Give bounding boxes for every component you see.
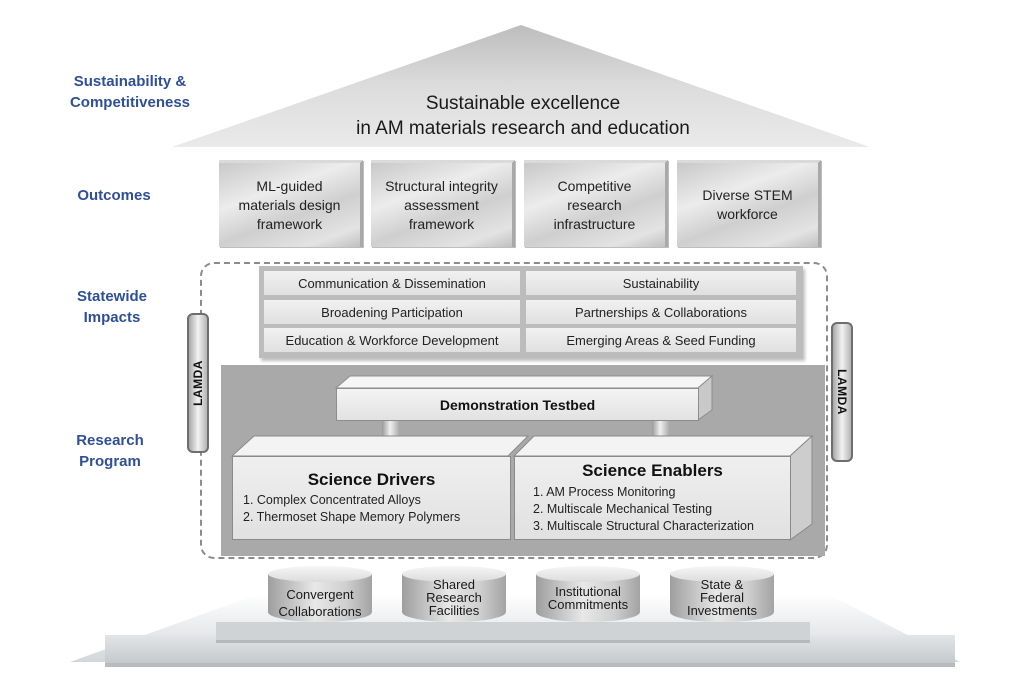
layer-label-sustainability: Sustainability & Competitiveness	[62, 71, 198, 113]
outcome-line: Diverse STEM	[702, 187, 793, 203]
science-enablers-box: Science Enablers 1. AM Process Monitorin…	[514, 456, 791, 540]
science-enabler-item: 2. Multiscale Mechanical Testing	[533, 502, 713, 516]
outcome-line: Structural integrity	[385, 177, 498, 194]
outcome-line: infrastructure	[553, 215, 636, 232]
label-line: Outcomes	[77, 187, 151, 204]
outcome-stem-workforce: Diverse STEM workforce	[677, 160, 821, 247]
label-line: Program	[79, 453, 141, 470]
outcome-line: Competitive	[557, 177, 632, 194]
foundation-platform	[70, 594, 960, 667]
impact-cell: Education & Workforce Development	[264, 328, 520, 352]
foundation-state-federal-investments: State & Federal Investments	[670, 566, 774, 628]
testbed-beam	[336, 388, 699, 421]
science-enablers-title: Science Enablers	[582, 461, 723, 480]
cylinder-line: Convergent	[286, 587, 354, 602]
outcome-line: ML-guided	[256, 177, 323, 194]
foundation-convergent-collaborations: Convergent Collaborations	[268, 566, 372, 628]
impact-cell: Emerging Areas & Seed Funding	[526, 328, 796, 352]
impact-cell: Partnerships & Collaborations	[526, 300, 796, 324]
science-drivers-box: Science Drivers 1. Complex Concentrated …	[232, 456, 511, 540]
outcome-line: framework	[256, 215, 323, 232]
lamda-pillar-right: LAMDA	[831, 322, 853, 462]
science-boxes-3d	[230, 434, 814, 541]
foundation-institutional-commitments: Institutional Commitments	[536, 566, 640, 628]
science-driver-item: 2. Thermoset Shape Memory Polymers	[243, 510, 461, 524]
roof-triangle	[172, 25, 870, 147]
science-drivers-title: Science Drivers	[307, 470, 436, 489]
cylinder-line: Research	[426, 590, 482, 605]
cylinder-line: Institutional	[555, 584, 621, 599]
impact-cell: Sustainability	[526, 271, 796, 295]
layer-label-research: Research Program	[62, 430, 158, 472]
label-line: Statewide	[76, 288, 148, 305]
outcome-research-infrastructure: Competitive research infrastructure	[524, 160, 668, 247]
label-line: Research	[76, 432, 144, 449]
foundation-shared-research-facilities: Shared Research Facilities	[402, 566, 506, 628]
cylinder-line: Investments	[686, 603, 758, 618]
outcome-line: framework	[408, 215, 475, 232]
statewide-impacts-grid: Communication & Dissemination Broadening…	[259, 266, 803, 358]
outcome-line: assessment	[404, 196, 479, 213]
science-driver-item: 1. Complex Concentrated Alloys	[243, 493, 421, 507]
cylinder-line: Shared	[433, 577, 475, 592]
science-enabler-item: 1. AM Process Monitoring	[533, 485, 676, 499]
cylinder-line: Collaborations	[278, 604, 362, 619]
label-line: Sustainability &	[73, 73, 187, 90]
roof-title-line-2: in AM materials research and education	[356, 118, 690, 139]
lamda-label: LAMDA	[191, 360, 206, 406]
cylinder-line: Commitments	[547, 597, 629, 612]
layer-label-outcomes: Outcomes	[62, 185, 166, 206]
outcome-line: materials design	[238, 196, 341, 213]
cylinder-line: Federal	[699, 590, 745, 605]
outcome-line: research	[567, 196, 622, 213]
roof-title-line-1: Sustainable excellence	[425, 93, 621, 114]
science-enabler-item: 3. Multiscale Structural Characterizatio…	[533, 519, 754, 533]
lamda-label: LAMDA	[835, 369, 850, 415]
outcome-line: workforce	[717, 206, 778, 222]
label-line: Impacts	[83, 309, 141, 326]
cylinder-line: State &	[700, 577, 744, 592]
impact-cell: Broadening Participation	[264, 300, 520, 324]
impact-cell: Communication & Dissemination	[264, 271, 520, 295]
lamda-pillar-left: LAMDA	[187, 313, 209, 453]
outcome-structural-integrity: Structural integrity assessment framework	[371, 160, 515, 247]
label-line: Competitiveness	[69, 94, 191, 111]
outcome-ml-guided-design: ML-guided materials design framework	[219, 160, 363, 247]
layer-label-impacts: Statewide Impacts	[62, 286, 162, 328]
cylinder-line: Facilities	[428, 603, 480, 618]
testbed-label: Demonstration Testbed	[439, 397, 596, 413]
